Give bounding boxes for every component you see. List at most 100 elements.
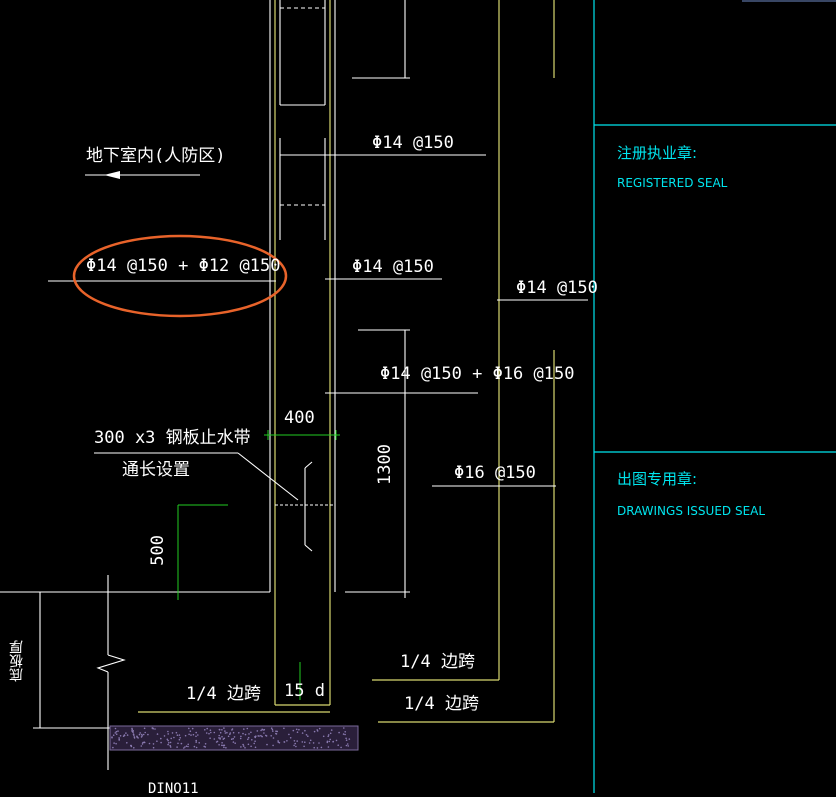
hatch-dot (190, 734, 192, 736)
hatch-dot (257, 735, 260, 737)
hatch-dot (144, 731, 146, 734)
hatch-dot (223, 727, 225, 729)
hatch-dot (304, 741, 306, 743)
wall-outline (138, 0, 555, 723)
hatch-dot (197, 734, 199, 736)
hatch-dot (270, 727, 273, 729)
hatch-dot (154, 728, 156, 730)
hatch-dot (329, 732, 332, 735)
hatch-dot (329, 738, 332, 741)
hatch-dot (275, 733, 278, 735)
hatch-dot (152, 743, 155, 745)
hatch-dot (221, 729, 223, 731)
hatch-dot (277, 740, 279, 742)
hatch-dot (250, 745, 252, 748)
hatch-dot (288, 733, 290, 736)
hatch-dot (263, 732, 265, 734)
hatch-dot (318, 742, 320, 744)
hatch-dot (187, 745, 189, 748)
hatch-dot (322, 735, 325, 738)
hatch-dot (256, 730, 259, 732)
bottom-cut-label: DINO11 (148, 781, 199, 797)
hatch-dot (277, 741, 280, 743)
hatch-dot (160, 737, 162, 740)
hatch-dot (283, 727, 285, 730)
hatch-dot (294, 742, 297, 745)
hatch-dot (169, 744, 171, 747)
quarter-span-label-2: 1/4 边跨 (400, 652, 475, 672)
hatch-dot (342, 733, 345, 735)
hatch-dot (335, 739, 338, 742)
slab-hatch-dots (111, 727, 351, 749)
hatch-dot (225, 747, 227, 749)
hatch-dot (178, 738, 181, 741)
hatch-dot (184, 746, 186, 748)
hatch-dot (224, 732, 227, 734)
hatch-dot (204, 729, 206, 731)
underground-label: 地下室内(人防区) (86, 146, 226, 166)
hatch-dot (189, 730, 192, 732)
hatch-dot (226, 731, 228, 734)
hatch-dot (178, 734, 181, 736)
hatch-dot (326, 740, 329, 743)
hatch-dot (166, 738, 169, 741)
rebar-lines (0, 0, 588, 770)
hatch-dot (303, 745, 305, 748)
hatch-dot (327, 734, 330, 736)
hatch-dot (142, 741, 144, 744)
hatch-dot (193, 745, 196, 748)
direction-arrow-icon (104, 171, 120, 179)
hatch-dot (218, 734, 220, 737)
hatch-dot (313, 730, 316, 733)
registered-seal-en: REGISTERED SEAL (617, 176, 728, 190)
hatch-dot (113, 742, 115, 744)
hatch-dot (111, 736, 113, 738)
hatch-dot (168, 742, 170, 744)
hatch-dot (185, 745, 188, 747)
hatch-dot (208, 732, 210, 735)
hatch-dot (295, 745, 297, 748)
hatch-dot (118, 738, 120, 741)
hatch-dot (218, 744, 220, 746)
hatch-dot (242, 745, 245, 747)
hatch-dot (218, 737, 220, 739)
hatch-dot (188, 727, 190, 730)
hatch-dot (152, 746, 155, 749)
hatch-dot (175, 731, 178, 734)
hatch-dot (209, 737, 211, 739)
hatch-dot (213, 738, 216, 740)
hatch-dot (231, 729, 233, 731)
hatch-dot (261, 735, 263, 738)
hatch-dot (296, 731, 299, 733)
rebar-label-circled: Φ14 @150 + Φ12 @150 (86, 256, 281, 276)
hatch-dot (312, 742, 315, 744)
hatch-dot (141, 733, 143, 736)
hatch-dot (234, 742, 236, 744)
issued-seal-en: DRAWINGS ISSUED SEAL (617, 504, 766, 518)
hatch-dot (195, 741, 197, 743)
rebar-label-right: Φ14 @150 (516, 278, 598, 298)
hatch-dot (343, 727, 345, 729)
waterstop-label: 300 x3 钢板止水带 (94, 428, 251, 448)
hatch-dot (195, 731, 197, 734)
hatch-dot (223, 744, 226, 747)
dimension-1300: 1300 (375, 444, 395, 485)
hatch-dot (176, 734, 179, 736)
hatch-dot (292, 729, 295, 732)
rebar-label-top: Φ14 @150 (372, 133, 454, 153)
hatch-dot (348, 738, 351, 740)
hatch-dot (318, 727, 321, 730)
hatch-dot (204, 743, 207, 745)
hatch-dot (272, 744, 274, 747)
hatch-dot (123, 734, 126, 736)
hatch-dot (251, 739, 253, 741)
hatch-dot (112, 746, 114, 749)
hatch-dot (250, 731, 252, 734)
slab-hatch (109, 725, 359, 751)
hatch-dot (242, 743, 244, 746)
hatch-dot (141, 735, 143, 737)
hatch-dot (219, 731, 222, 734)
hatch-dot (152, 727, 154, 729)
hatch-dot (215, 741, 218, 743)
hatch-dot (265, 735, 268, 737)
